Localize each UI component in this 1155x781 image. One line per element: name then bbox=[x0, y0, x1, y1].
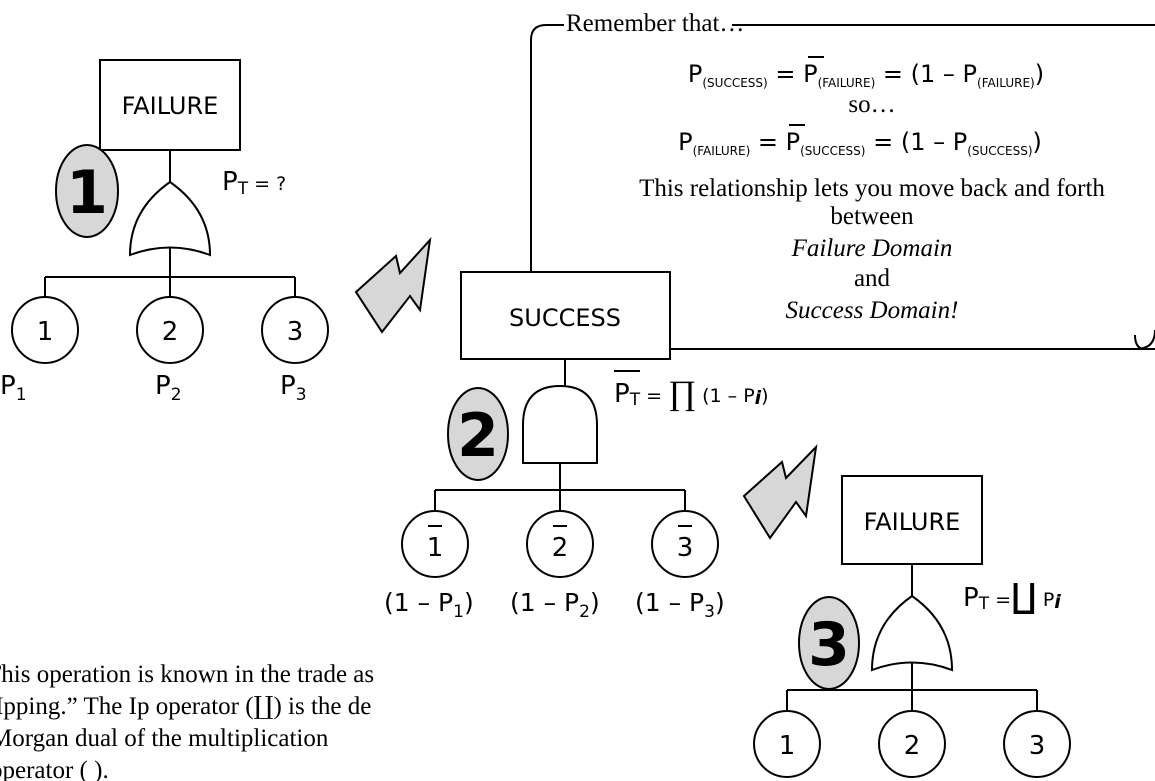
event-probability-2: P2 bbox=[155, 371, 182, 405]
basic-event-2 bbox=[136, 296, 204, 364]
complement-event-1-label: 1 bbox=[427, 533, 444, 563]
step-badge-1 bbox=[55, 144, 119, 238]
callout-box: Remember that… P(SUCCESS) = P(FAILURE) =… bbox=[530, 10, 1155, 350]
callout-heading: Remember that… bbox=[566, 10, 744, 37]
top-event-failure-1 bbox=[99, 59, 241, 151]
basic-event-3 bbox=[261, 296, 329, 364]
basic-event-3-2 bbox=[878, 710, 946, 778]
callout-text-line-5: Success Domain! bbox=[786, 297, 959, 324]
callout-text-line-2: between bbox=[830, 203, 914, 230]
gate-probability-2: PT = ∏ (1 – Pi) bbox=[614, 375, 769, 412]
complement-event-3 bbox=[651, 510, 719, 578]
event-probability-1: P1 bbox=[0, 371, 27, 405]
callout-text-line-1: This relationship lets you move back and… bbox=[639, 175, 1105, 202]
note-line-3: Morgan dual of the multiplication bbox=[0, 725, 329, 752]
callout-equation-2: P(FAILURE) = P(SUCCESS) = (1 – P(SUCCESS… bbox=[678, 128, 1042, 158]
basic-event-3-3-label: 3 bbox=[1029, 731, 1046, 761]
note-line-4: operator ( ). bbox=[0, 757, 109, 781]
complement-probability-2: (1 – P2) bbox=[510, 588, 600, 622]
note-line-2: “Ipping.” The Ip operator (∐) is the de bbox=[0, 693, 371, 720]
note-line-1: This operation is known in the trade as bbox=[0, 661, 374, 688]
callout-so: so… bbox=[848, 91, 895, 118]
and-gate-2 bbox=[522, 384, 598, 464]
callout-border bbox=[530, 24, 1155, 350]
complement-event-3-label: 3 bbox=[677, 533, 694, 563]
top-event-failure-1-label: FAILURE bbox=[122, 92, 219, 120]
complement-event-2 bbox=[526, 510, 594, 578]
gate-probability-3: PT =∐ Pi bbox=[963, 579, 1061, 616]
or-gate-3 bbox=[870, 594, 954, 672]
event-probability-3: P3 bbox=[280, 371, 307, 405]
top-event-success bbox=[460, 271, 671, 360]
top-event-failure-3-label: FAILURE bbox=[864, 508, 961, 536]
basic-event-3-2-label: 2 bbox=[904, 731, 921, 761]
basic-event-3-3 bbox=[1003, 710, 1071, 778]
or-gate-1 bbox=[128, 180, 212, 257]
complement-event-1 bbox=[401, 510, 469, 578]
complement-probability-1: (1 – P1) bbox=[384, 588, 474, 622]
basic-event-1-label: 1 bbox=[37, 317, 54, 347]
basic-event-1 bbox=[11, 296, 79, 364]
basic-event-3-1 bbox=[753, 710, 821, 778]
transition-arrow-2 bbox=[742, 444, 818, 540]
step-badge-2 bbox=[447, 387, 509, 481]
basic-event-3-1-label: 1 bbox=[779, 731, 796, 761]
basic-event-2-label: 2 bbox=[162, 317, 179, 347]
fault-tree-3: FAILURE 3 PT =∐ Pi 1 2 3 bbox=[753, 475, 1071, 778]
note-text: This operation is known in the trade as … bbox=[0, 661, 374, 781]
step-badge-1-label: 1 bbox=[66, 158, 108, 228]
complement-probability-3: (1 – P3) bbox=[635, 588, 725, 622]
top-event-success-label: SUCCESS bbox=[509, 304, 621, 332]
top-event-failure-3 bbox=[841, 475, 983, 565]
transition-arrow-1 bbox=[354, 236, 432, 334]
fault-tree-1: FAILURE 1 PT = ? 1 2 3 P1 P2 P3 bbox=[0, 59, 329, 405]
callout-text-line-4: and bbox=[854, 265, 891, 292]
step-badge-2-label: 2 bbox=[457, 401, 499, 471]
step-badge-3 bbox=[798, 596, 860, 690]
complement-event-2-label: 2 bbox=[552, 533, 569, 563]
gate-probability-1: PT = ? bbox=[222, 167, 286, 199]
step-badge-3-label: 3 bbox=[808, 610, 850, 680]
basic-event-3-label: 3 bbox=[287, 317, 304, 347]
callout-equation-1: P(SUCCESS) = P(FAILURE) = (1 – P(FAILURE… bbox=[688, 60, 1044, 90]
callout-text-line-3: Failure Domain bbox=[791, 235, 953, 262]
fault-tree-2: SUCCESS 2 PT = ∏ (1 – Pi) 1 2 3 (1 – P1)… bbox=[384, 271, 769, 622]
